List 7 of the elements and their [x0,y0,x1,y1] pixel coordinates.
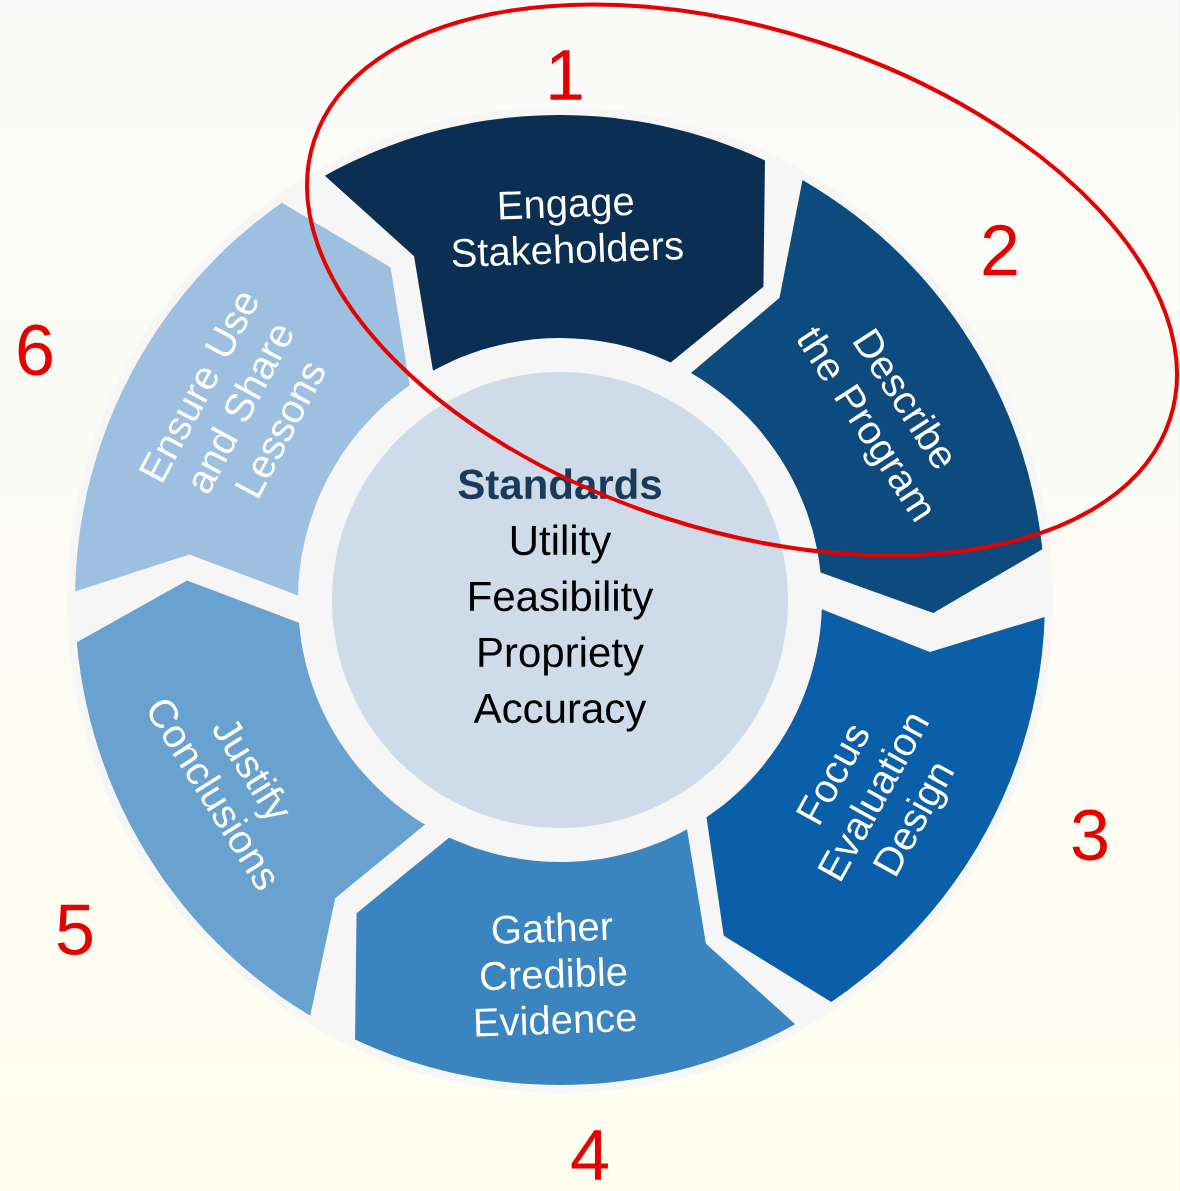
step-number: 4 [571,1130,608,1180]
step-number: 3 [1072,809,1107,861]
arrow-segment: Engage Stakeholders [324,115,765,371]
step-number: 6 [18,324,52,376]
arrow-segment: Gather Credible Evidence [355,829,796,1085]
step-number: 1 [550,50,582,100]
step-number: 2 [983,224,1017,276]
